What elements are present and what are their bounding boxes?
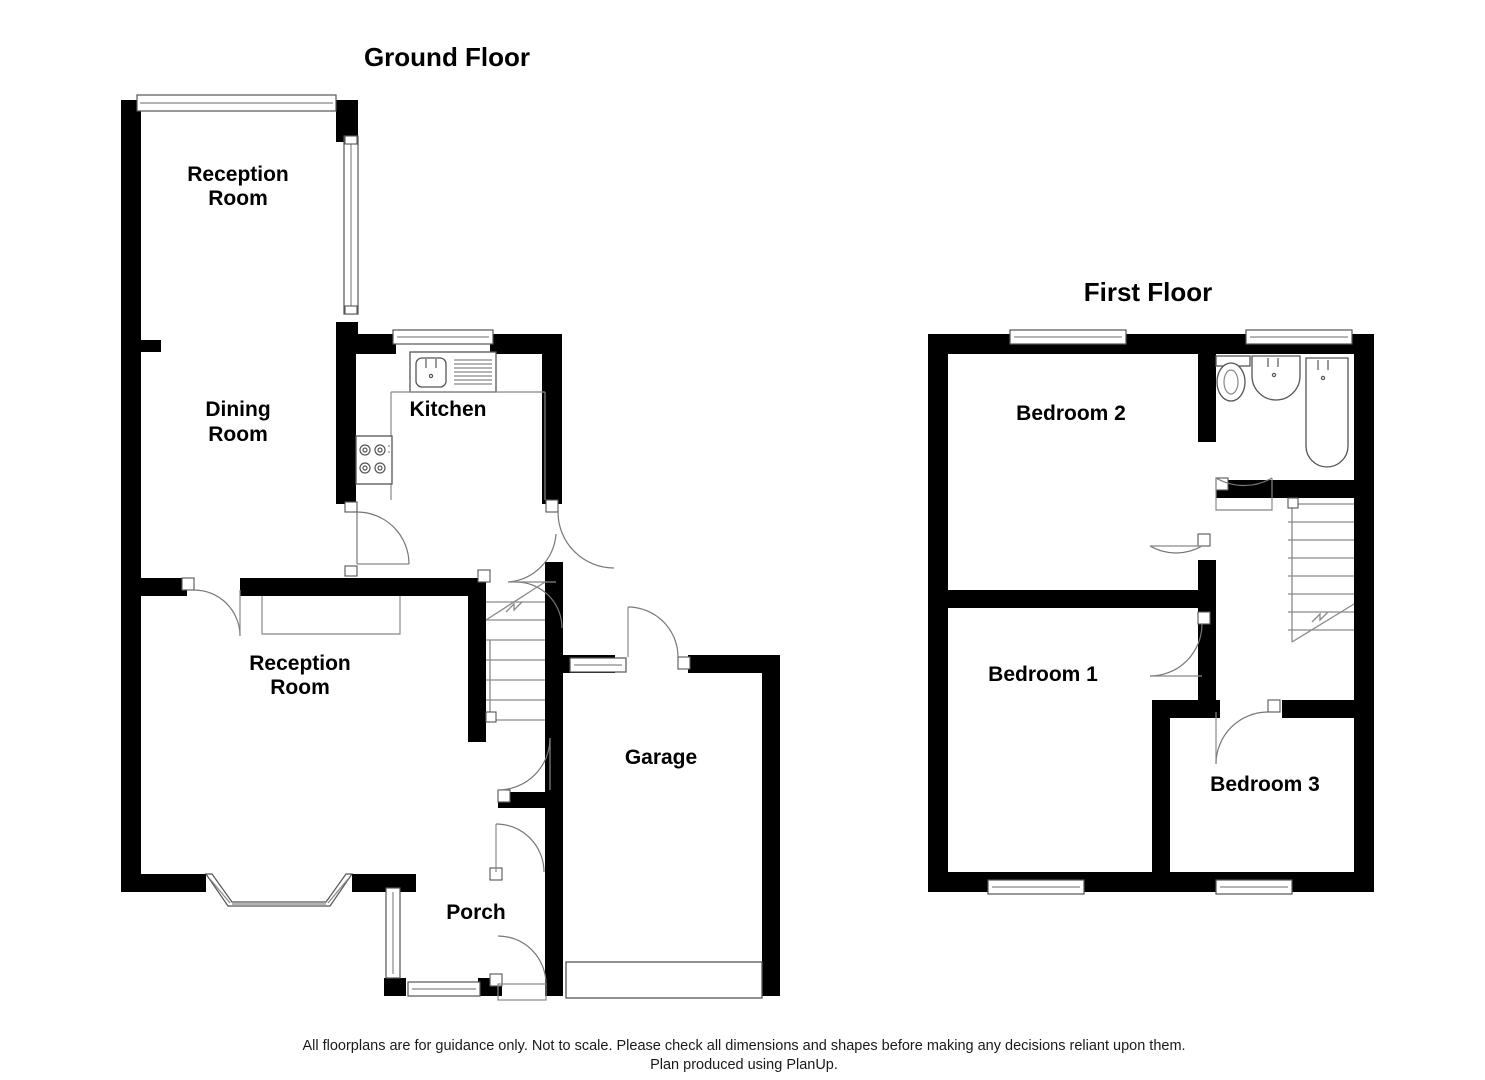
- label-kitchen: Kitchen: [409, 398, 486, 421]
- wall-kitchen-east: [542, 334, 562, 504]
- ground-floor-plan: Reception Room Dining Room Kitchen Recep…: [121, 94, 780, 1001]
- porch-window-bottom: [407, 981, 481, 997]
- door-bathroom: [1215, 477, 1273, 511]
- door-bedroom1: [1149, 611, 1211, 677]
- first-floor-plan: Bedroom 2 Bedroom 1 Bedroom 3: [928, 329, 1374, 895]
- label-reception-room-upper: Reception: [187, 163, 289, 186]
- ground-floor-title: Ground Floor: [364, 42, 530, 72]
- door-bedroom2: [1149, 533, 1211, 554]
- wall-bed3-west: [1152, 700, 1170, 886]
- label-reception-room-lower-2: Room: [270, 676, 330, 699]
- wall-hall-east-lower: [545, 748, 563, 996]
- wall-bed2-east-upper: [1198, 334, 1216, 442]
- wall-reception-south-left: [121, 874, 206, 892]
- door-bedroom3: [1215, 699, 1281, 765]
- hall-garage-window: [569, 657, 627, 673]
- wall-reception-south-right: [352, 874, 416, 892]
- wall-bathroom-south: [1216, 480, 1336, 498]
- toilet-icon: [1215, 355, 1251, 402]
- label-dining-room-2: Room: [208, 423, 268, 446]
- wall-hall-east-upper: [545, 562, 563, 748]
- door-hall-porch: [489, 823, 545, 881]
- wall-hall-west: [468, 578, 486, 742]
- wall-hall-east-nib: [545, 562, 563, 582]
- wash-basin-icon: [1251, 355, 1301, 401]
- wall-garage-north-right: [688, 655, 780, 673]
- label-dining-room: Dining: [205, 398, 270, 421]
- wall-left-exterior: [121, 100, 141, 892]
- door-dining-reception: [181, 577, 241, 637]
- wall-top-right-stub: [336, 100, 358, 142]
- kitchen-sink-icon: [415, 357, 447, 388]
- wall-nib-left-reception-dining: [133, 340, 161, 352]
- first-floor-labels: Bedroom 2 Bedroom 1 Bedroom 3: [988, 402, 1320, 796]
- kitchen-drainer-icon: [454, 359, 492, 385]
- staircase-icon: [1287, 497, 1355, 643]
- footer-disclaimer-line2: Plan produced using PlanUp.: [650, 1057, 838, 1073]
- staircase-icon: [485, 581, 546, 723]
- first-floor-title: First Floor: [1084, 277, 1213, 307]
- wall-porch-southwest: [384, 978, 406, 996]
- door-kitchen-dining: [344, 501, 410, 577]
- wall-garage-east: [762, 655, 780, 996]
- ground-floor-walls: [121, 100, 780, 996]
- label-bedroom-2: Bedroom 2: [1016, 402, 1126, 425]
- bathroom-window: [1245, 329, 1353, 345]
- door-kitchen-hall: [545, 499, 615, 569]
- wall-porch-southeast: [545, 978, 563, 996]
- reception-recess: [261, 596, 401, 635]
- label-reception-room-upper-2: Room: [208, 187, 268, 210]
- ground-floor-labels: Reception Room Dining Room Kitchen Recep…: [187, 163, 697, 924]
- label-bedroom-1: Bedroom 1: [988, 663, 1098, 686]
- footer-disclaimer-line1: All floorplans are for guidance only. No…: [302, 1038, 1185, 1054]
- bathtub-icon: [1305, 357, 1349, 468]
- door-porch-front: [489, 935, 547, 1001]
- wall-dining-south-left: [121, 578, 187, 596]
- label-garage: Garage: [625, 746, 697, 769]
- bay-window-icon: [204, 873, 354, 907]
- wall-top-left-corner: [121, 100, 137, 114]
- upper-reception-rear-window: [136, 94, 337, 112]
- wall-bed3-north-right: [1282, 700, 1356, 718]
- wall-bathroom-south-east: [1336, 480, 1356, 498]
- porch-window-left: [385, 887, 401, 979]
- wall-dining-south-right: [240, 578, 486, 596]
- door-garage-entry: [627, 606, 691, 670]
- kitchen-hob-icon: [355, 435, 393, 485]
- wall-ff-east: [1354, 334, 1374, 892]
- bedroom2-window: [1009, 329, 1127, 345]
- kitchen-window: [392, 329, 494, 345]
- door-hall-reception: [477, 533, 563, 629]
- bedroom3-window: [1215, 879, 1293, 895]
- label-porch: Porch: [446, 901, 506, 924]
- wall-bed2-bed1-divider: [928, 590, 1216, 608]
- wall-ff-west: [928, 334, 948, 892]
- bedroom1-window: [987, 879, 1085, 895]
- door-hall-understair: [497, 737, 551, 803]
- label-reception-room-lower: Reception: [249, 652, 351, 675]
- wall-bed1-east: [1198, 590, 1216, 712]
- label-bedroom-3: Bedroom 3: [1210, 773, 1320, 796]
- wall-kitchen-dining-divider: [336, 334, 356, 504]
- french-doors-icon: [343, 135, 359, 315]
- garage-door-icon: [565, 961, 763, 999]
